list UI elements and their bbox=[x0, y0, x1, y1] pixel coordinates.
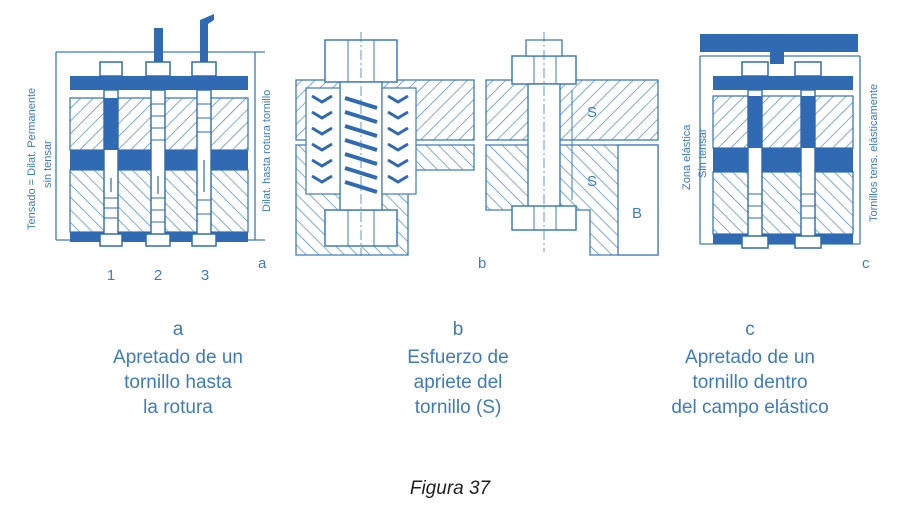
panel-a-drawing bbox=[55, 14, 265, 247]
caption-a: a Apretado de un tornillo hasta la rotur… bbox=[58, 318, 298, 420]
figure-title: Figura 37 bbox=[409, 478, 491, 499]
caption-a-letter: a bbox=[172, 319, 184, 340]
panel-a-label-tensado: Tensado = Dilat. Permanente bbox=[26, 88, 38, 230]
caption-c-line-3: del campo elástico bbox=[671, 397, 829, 418]
bolt-number-3: 3 bbox=[201, 267, 209, 284]
caption-b-letter: b bbox=[452, 319, 464, 340]
panel-b-letter: b bbox=[478, 255, 486, 272]
panel-c-label-zona-elastica: Zona elástica bbox=[681, 124, 693, 190]
panel-b-label-s-top: S bbox=[587, 104, 597, 121]
panel-b-drawing bbox=[295, 32, 659, 256]
bolt-2 bbox=[145, 28, 171, 247]
panel-b-label-b: B bbox=[632, 205, 642, 222]
caption-c-line-2: tornillo dentro bbox=[692, 372, 808, 393]
caption-b-line-1: Esfuerzo de bbox=[407, 347, 509, 368]
caption-a-line-1: Apretado de un bbox=[113, 347, 243, 368]
bolt-3 bbox=[191, 14, 217, 247]
caption-c-line-1: Apretado de un bbox=[685, 347, 815, 368]
technical-figure: Tensado = Dilat. Permanente sin tensar D… bbox=[26, 14, 880, 284]
panel-c-drawing bbox=[699, 34, 861, 249]
caption-b-line-2: apriete del bbox=[413, 372, 503, 393]
bolt-number-1: 1 bbox=[107, 267, 115, 284]
panel-a-letter: a bbox=[258, 255, 267, 272]
panel-c-label-sin-tensar: Sin tensar bbox=[697, 128, 709, 178]
caption-b-line-3: tornillo (S) bbox=[414, 397, 502, 418]
panel-a-label-dilat-rotura: Dilat. hasta rotura tornillo bbox=[261, 90, 273, 212]
caption-b: b Esfuerzo de apriete del tornillo (S) bbox=[338, 318, 578, 420]
caption-c-letter: c bbox=[745, 319, 755, 340]
caption-a-line-3: la rotura bbox=[143, 397, 213, 418]
panel-c-label-tornillos: Tornillos tens. elásticamente bbox=[868, 84, 880, 222]
panel-c-letter: c bbox=[862, 255, 870, 272]
caption-a-line-2: tornillo hasta bbox=[124, 372, 232, 393]
caption-c: c Apretado de un tornillo dentro del cam… bbox=[630, 318, 870, 420]
bolt-number-2: 2 bbox=[154, 267, 162, 284]
panel-a-label-sin-tensar: sin tensar bbox=[42, 140, 54, 188]
bolt-1 bbox=[99, 61, 123, 247]
panel-b-label-s-bottom: S bbox=[587, 173, 597, 190]
